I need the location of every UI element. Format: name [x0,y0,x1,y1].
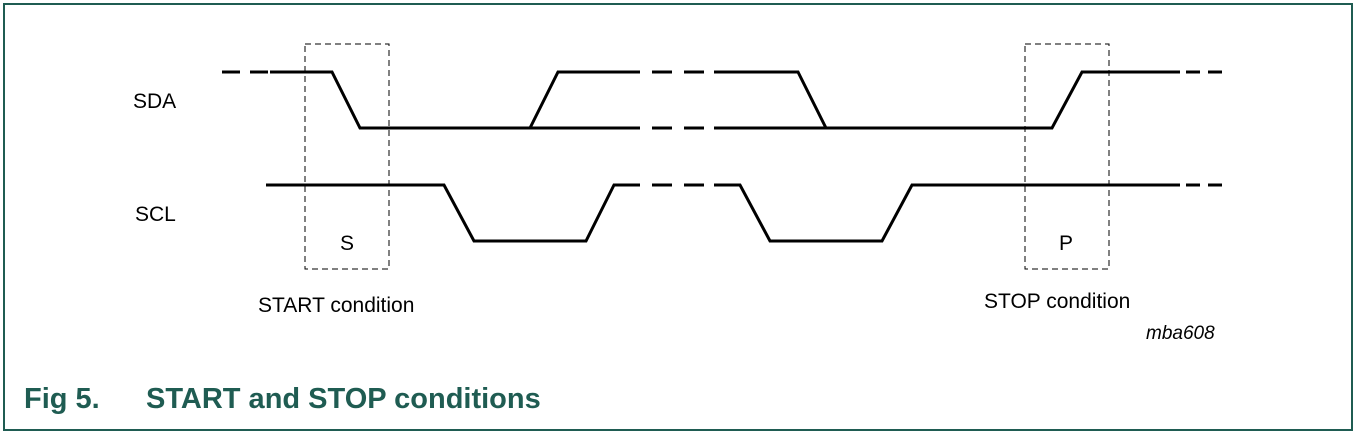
sda-label: SDA [133,90,177,113]
scl-label: SCL [135,203,176,226]
figure-title: START and STOP conditions [146,383,541,415]
figure-number: Fig 5. [24,383,100,415]
stop-condition-label: STOP condition [984,290,1131,313]
figure-code: mba608 [1146,323,1215,344]
scl-waveform [266,183,1222,243]
stop-condition-box [1024,43,1110,270]
stop-marker-label: P [1059,232,1074,255]
figure-caption: Fig 5. START and STOP conditions [24,383,541,416]
start-condition-label: START condition [258,294,415,317]
start-condition-box [304,43,390,270]
sda-waveform [222,70,1222,130]
start-marker-label: S [340,232,355,255]
figure-frame [3,3,1353,431]
